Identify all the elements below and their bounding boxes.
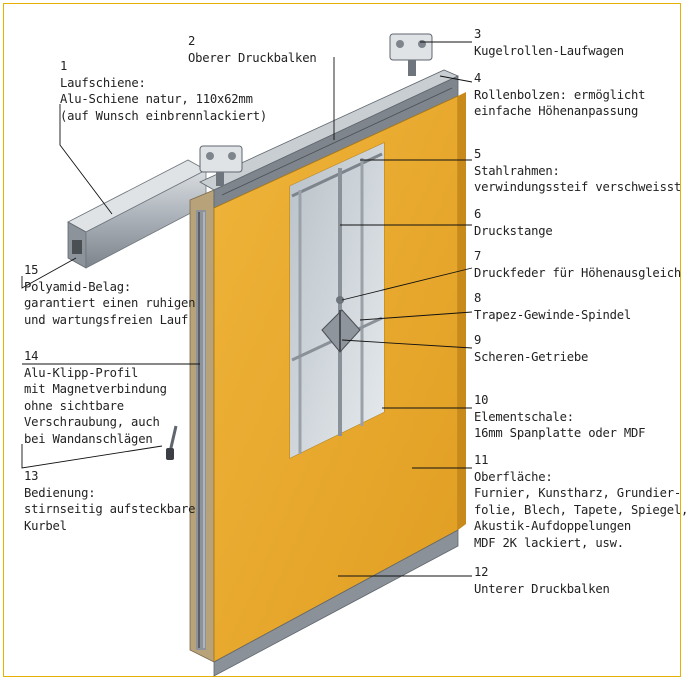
label-7: 7 Druckfeder für Höhenausgleich <box>474 249 681 280</box>
carriage-top-left <box>199 145 243 186</box>
label-15: 15 Polyamid-Belag: garantiert einen ruhi… <box>24 263 196 327</box>
label-13: 13 Bedienung: stirnseitig aufsteckbare K… <box>24 469 196 533</box>
upper-pressure-beam <box>199 69 459 209</box>
carriage-top-right <box>389 33 433 76</box>
label-1: 1 Laufschiene: Alu-Schiene natur, 110x62… <box>60 59 267 123</box>
rail-piece <box>67 159 207 269</box>
lower-pressure-beam <box>213 529 459 677</box>
leader-lines <box>21 41 473 577</box>
label-11: 11 Oberfläche: Furnier, Kunstharz, Grund… <box>474 453 686 550</box>
label-10: 10 Elementschale: 16mm Spanplatte oder M… <box>474 393 646 440</box>
figure-border <box>3 3 681 677</box>
label-12: 12 Unterer Druckbalken <box>474 565 610 596</box>
label-14: 14 Alu-Klipp-Profil mit Magnetverbindung… <box>24 349 167 446</box>
label-8: 8 Trapez-Gewinde-Spindel <box>474 291 632 322</box>
label-6: 6 Druckstange <box>474 207 553 238</box>
crank-handle-icon <box>166 425 178 460</box>
label-3: 3 Kugelrollen-Laufwagen <box>474 27 624 58</box>
label-2: 2 Oberer Druckbalken <box>188 34 317 65</box>
panel-side-edge <box>189 189 215 663</box>
label-4: 4 Rollenbolzen: ermöglicht einfache Höhe… <box>474 71 646 118</box>
label-9: 9 Scheren-Getriebe <box>474 333 589 364</box>
label-5: 5 Stahlrahmen: verwindungssteif verschwe… <box>474 147 681 194</box>
steel-frame-window <box>290 143 384 458</box>
